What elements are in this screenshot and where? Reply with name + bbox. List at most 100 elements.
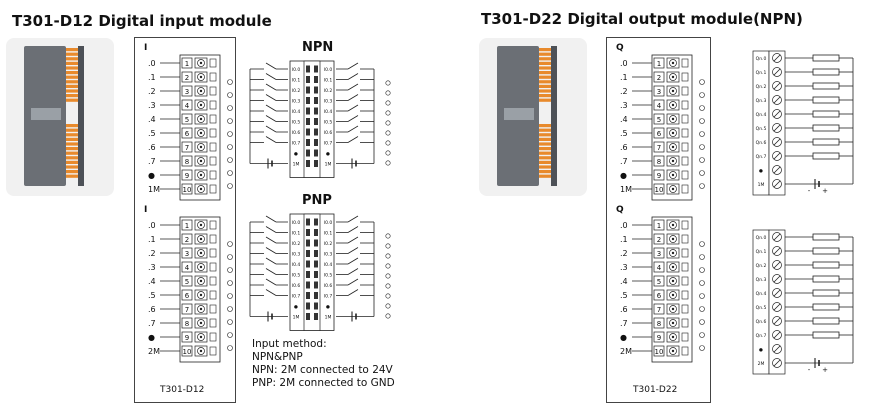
input-upper-terminal-number: 2	[185, 74, 189, 82]
npn-switch-right	[347, 94, 359, 101]
npn-pin-label-left: I0.0	[292, 67, 301, 73]
input-upper-latch	[209, 58, 217, 68]
output-lower-load-resistor	[812, 331, 840, 339]
input-lower-screw-center	[199, 265, 203, 269]
input-upper-number-box	[181, 99, 193, 111]
pnp-indicator-led	[385, 303, 391, 309]
npn-pin-label-right: I0.0	[324, 67, 333, 73]
input-upper-screw-center	[199, 187, 203, 191]
output-upper-terminal-number: 9	[657, 172, 661, 180]
npn-pin-label-right: I0.1	[324, 78, 333, 84]
output-photo-terminal-upper	[539, 57, 551, 61]
pnp-pin-label-right: 1M	[325, 315, 332, 321]
output-upper-channel-label: .7	[620, 157, 628, 166]
output-lower-terminal-number: 5	[657, 278, 661, 286]
output-upper-channel-label: 1M	[620, 185, 632, 194]
output-lower-pin-label: Qn.0	[756, 235, 767, 241]
input-upper-latch	[209, 184, 217, 194]
output-lower-channel-label: .3	[620, 263, 628, 272]
input-lower-indicator-led	[227, 280, 233, 286]
output-lower-terminal-number: 7	[657, 306, 661, 314]
output-lower-latch	[681, 262, 689, 272]
pnp-switch-right	[347, 289, 359, 296]
npn-pin-left	[306, 118, 310, 125]
pnp-switch-right	[347, 278, 359, 286]
input-photo-terminal-lower	[66, 165, 78, 169]
input-photo-terminal-lower	[66, 128, 78, 132]
output-upper-latch	[681, 86, 689, 96]
input-lower-indicator-led	[227, 293, 233, 299]
pnp-pin-left	[306, 250, 310, 257]
input-lower-number-box	[181, 331, 193, 343]
output-lower-number-box	[653, 331, 665, 343]
output-photo-terminal-lower	[539, 170, 551, 174]
output-lower-screw-slot	[773, 233, 781, 241]
output-photo-terminal-upper	[539, 52, 551, 56]
output-upper-number-box	[653, 71, 665, 83]
input-photo-terminal-upper	[66, 80, 78, 84]
output-upper-load-resistor	[812, 110, 840, 118]
output-photo-terminal-upper	[539, 94, 551, 98]
input-upper-latch	[209, 170, 217, 180]
pnp-pin-label-right: ●	[326, 305, 330, 310]
output-upper-latch	[681, 58, 689, 68]
input-photo-terminal-upper	[66, 94, 78, 98]
output-lower-channel-label: ●	[620, 333, 627, 342]
input-lower-number-box	[181, 303, 193, 315]
output-upper-terminal-number: 10	[655, 186, 664, 194]
npn-indicator-led	[385, 160, 391, 166]
output-lower-number-box	[653, 317, 665, 329]
input-photo-terminal-upper	[66, 71, 78, 75]
npn-indicator-led	[385, 110, 391, 116]
output-upper-terminal-number: 4	[657, 102, 662, 110]
input-upper-screw-center	[199, 61, 203, 65]
output-lower-channel-label: .1	[620, 235, 628, 244]
output-lower-screw-center	[671, 237, 675, 241]
output-upper-load-resistor	[812, 124, 840, 132]
input-lower-terminal-number: 3	[185, 250, 189, 258]
input-upper-terminal-number: 9	[185, 172, 189, 180]
input-upper-number-box	[181, 141, 193, 153]
output-lower-pin-label: Qn.1	[756, 249, 767, 255]
pnp-pin-label-left: I0.5	[292, 273, 301, 279]
input-lower-latch	[209, 290, 217, 300]
npn-indicator-led	[385, 90, 391, 96]
output-upper-number-box	[653, 141, 665, 153]
npn-switch-left	[265, 125, 277, 133]
output-photo-terminal-upper	[539, 89, 551, 93]
output-lower-screw-slot	[773, 317, 781, 325]
input-upper-screw-center	[199, 103, 203, 107]
output-upper-channel-label: .1	[620, 73, 628, 82]
output-lower-pin-label: Qn.3	[756, 277, 767, 283]
input-upper-latch	[209, 86, 217, 96]
input-upper-group-label: I	[144, 43, 147, 53]
output-upper-screw-slot	[773, 54, 781, 62]
input-upper-screw-center	[199, 131, 203, 135]
npn-pin-left	[306, 149, 310, 157]
pnp-pin-label-left: I0.7	[292, 294, 301, 300]
output-upper-load-resistor	[812, 68, 840, 76]
output-photo-terminal-upper	[539, 98, 551, 102]
npn-pin-label-left: I0.4	[292, 109, 301, 115]
output-upper-screw-center	[671, 131, 675, 135]
output-upper-screw-center	[671, 173, 675, 177]
input-upper-number-box	[181, 57, 193, 69]
output-lower-screw-center	[671, 279, 675, 283]
pnp-pin-label-left: I0.4	[292, 262, 301, 268]
npn-switch-left	[265, 136, 277, 143]
output-lower-pin-label: Qn.6	[756, 319, 767, 325]
output-lower-battery-plus: +	[822, 366, 828, 374]
pnp-pin-right	[314, 313, 318, 320]
output-lower-terminal-number: 3	[657, 250, 661, 258]
output-lower-terminal-number: 8	[657, 320, 661, 328]
pnp-switch-left	[265, 268, 277, 275]
output-upper-screw-center	[671, 61, 675, 65]
pnp-switch-left	[265, 257, 277, 265]
output-lower-number-box	[653, 261, 665, 273]
pnp-pin-label-right: I0.7	[324, 294, 333, 300]
output-upper-channel-label: ●	[620, 171, 627, 180]
output-photo-label-strip	[504, 108, 534, 120]
input-upper-terminal-number: 6	[185, 130, 190, 138]
output-lower-number-box	[653, 289, 665, 301]
pnp-pin-left	[306, 281, 310, 289]
